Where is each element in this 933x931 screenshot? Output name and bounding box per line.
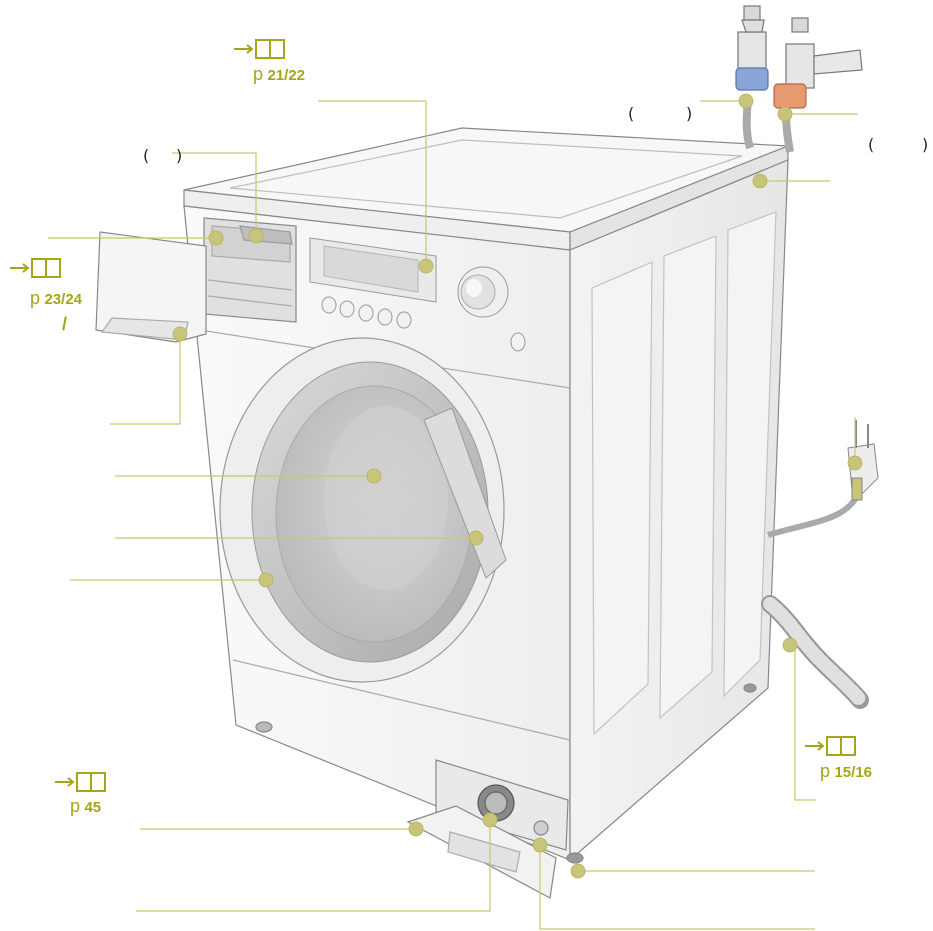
machine-body: [183, 127, 789, 864]
book-reference-icon: [805, 736, 856, 756]
power-cord: [767, 420, 879, 538]
callout-dots: [172, 93, 863, 879]
page-numbers: 23/24: [44, 291, 83, 308]
water-taps: [735, 5, 863, 153]
filter-reference: p 45: [70, 796, 101, 817]
page-prefix: p: [30, 288, 41, 308]
control-panel: [309, 237, 437, 303]
drain-hose-reference: p 15/16: [820, 761, 872, 782]
book-reference-icon: [10, 258, 61, 278]
page-prefix: p: [253, 64, 264, 84]
door: [219, 337, 507, 683]
cold-connector: [735, 67, 769, 91]
filter-flap: [406, 759, 569, 899]
separator: /: [62, 314, 68, 334]
dispenser-reference: p 23/24: [30, 288, 82, 309]
page-numbers: 15/16: [834, 764, 873, 781]
page-prefix: p: [70, 796, 81, 816]
hot-connector: [773, 83, 807, 109]
hot-tap-paren-close: ): [922, 135, 929, 154]
compartment-paren-close: ): [176, 146, 183, 165]
program-dial: [457, 266, 509, 318]
cold-tap-paren-close: ): [686, 104, 693, 123]
cold-tap-paren-open: (: [628, 104, 635, 123]
page-prefix: p: [820, 761, 831, 781]
drain-hose: [761, 595, 869, 709]
compartment-paren-open: (: [143, 146, 150, 165]
program-buttons: [321, 296, 526, 352]
book-reference-icon: [55, 772, 106, 792]
page-numbers: 45: [84, 799, 102, 816]
book-reference-icon: [234, 39, 285, 59]
hot-tap-paren-open: (: [868, 135, 875, 154]
callout-lines: [48, 100, 858, 930]
page-numbers: 21/22: [267, 67, 306, 84]
control-panel-reference: p 21/22: [253, 64, 305, 85]
